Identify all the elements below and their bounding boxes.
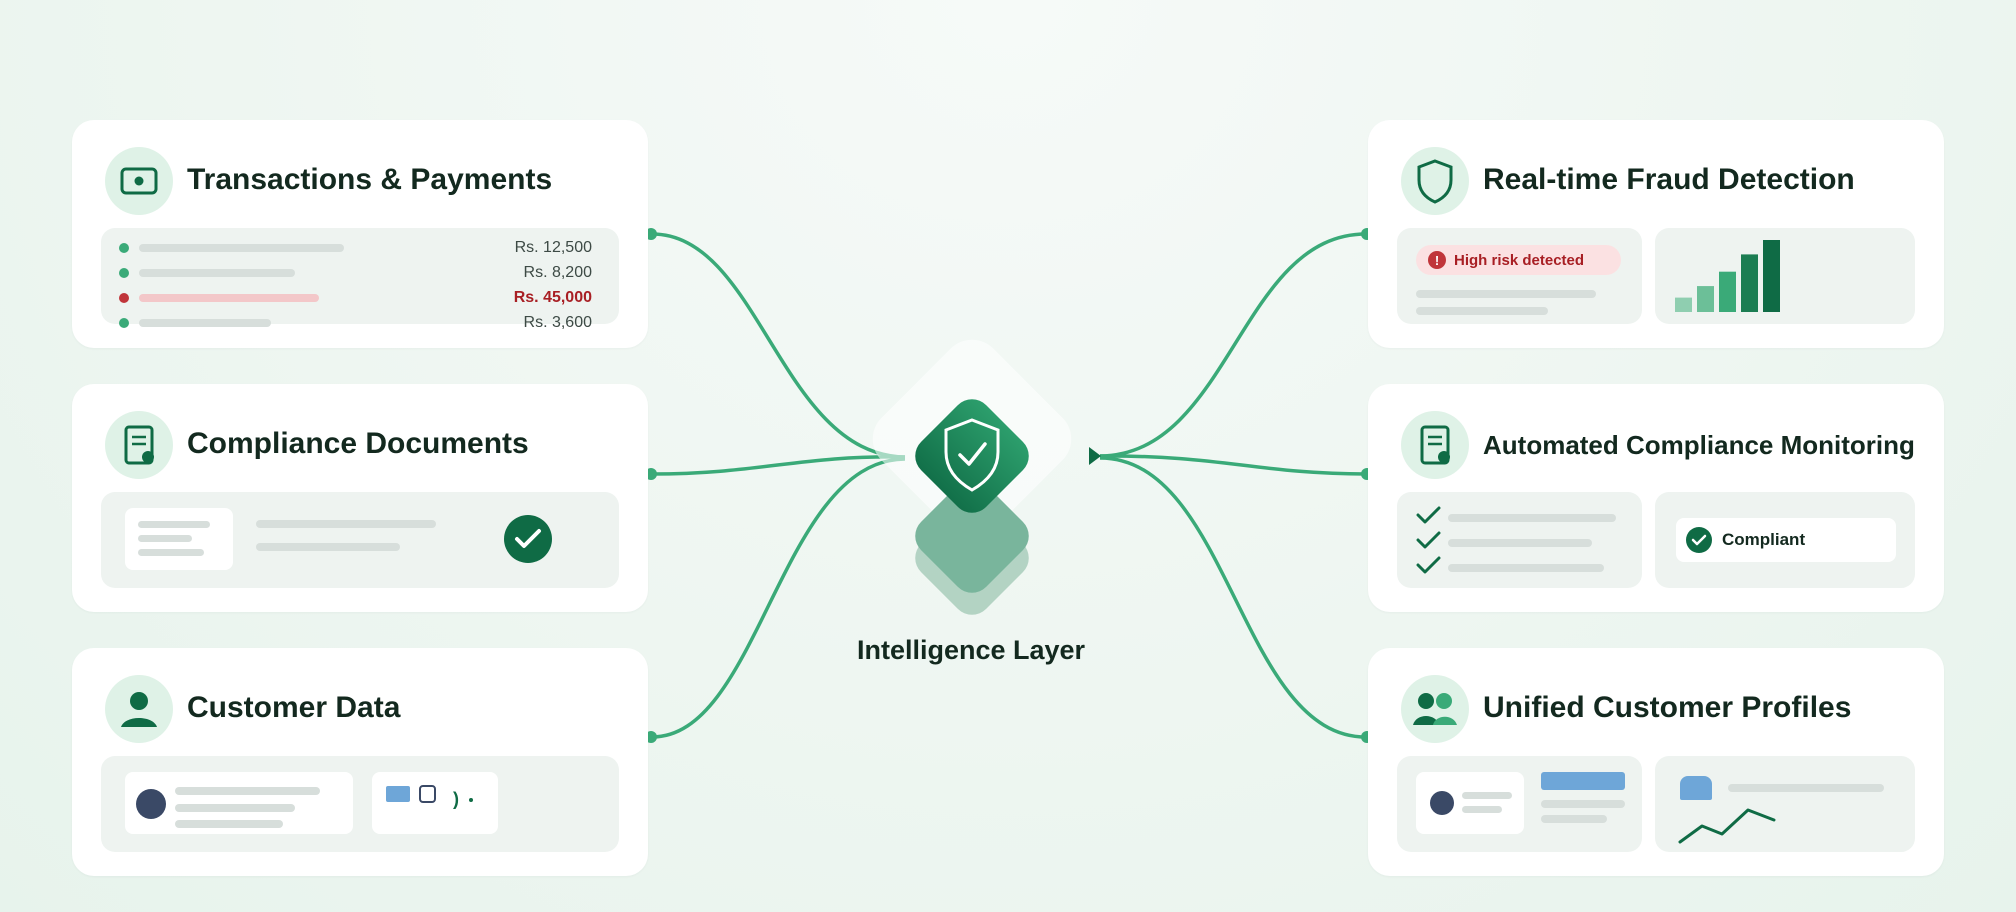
users-icon — [1401, 675, 1469, 743]
placeholder-line — [1416, 307, 1548, 315]
alert-dot — [119, 293, 129, 303]
card-title: Real-time Fraud Detection — [1483, 163, 1855, 196]
hub-layer-mid — [915, 479, 1029, 593]
wire-profiles — [1099, 456, 1367, 739]
card-fraud-detection: Real-time Fraud Detection ! High risk de… — [1368, 120, 1944, 348]
shield-icon — [1401, 147, 1469, 215]
warning-icon: ! — [1428, 251, 1446, 269]
card-transactions: Transactions & Payments Rs. 12,500 Rs. 8… — [72, 120, 648, 348]
status-dot — [119, 243, 129, 253]
placeholder-line — [138, 521, 210, 528]
profile-highlight — [1541, 772, 1625, 790]
placeholder-line — [1462, 806, 1502, 813]
transaction-amount: Rs. 3,600 — [523, 314, 592, 331]
placeholder-line — [139, 244, 344, 252]
signal-dot — [469, 798, 473, 802]
avatar — [1430, 791, 1454, 815]
cash-icon — [105, 147, 173, 215]
wire-transactions — [651, 232, 906, 459]
hub-diamond — [915, 399, 1029, 513]
placeholder-line — [256, 543, 400, 551]
risk-bar — [1719, 271, 1736, 312]
shield-icon — [944, 418, 1000, 492]
card-title: Compliance Documents — [187, 427, 529, 460]
placeholder-line — [1728, 784, 1884, 792]
flagged-line — [139, 294, 319, 302]
placeholder-line — [175, 820, 283, 828]
status-text: Compliant — [1722, 530, 1806, 549]
wire-end-dot — [645, 468, 657, 480]
verified-check-icon — [504, 515, 552, 563]
card-compliance-documents: Compliance Documents — [72, 384, 648, 612]
risk-bar — [1763, 240, 1780, 312]
transaction-amount: Rs. 8,200 — [523, 264, 592, 281]
placeholder-line — [175, 804, 295, 812]
status-dot — [119, 268, 129, 278]
signal-icon: ) — [453, 789, 459, 809]
contact-methods — [372, 772, 498, 834]
placeholder-line — [139, 319, 271, 327]
card-icon — [386, 786, 410, 802]
placeholder-line — [1448, 514, 1616, 522]
document-icon — [105, 411, 173, 479]
risk-bar-chart — [1675, 240, 1780, 312]
placeholder-line — [1541, 800, 1625, 808]
placeholder-line — [1448, 539, 1592, 547]
checklist-icon — [1416, 506, 1441, 574]
user-icon — [105, 675, 173, 743]
compliant-status-badge: Compliant — [1676, 518, 1896, 562]
risk-bar — [1675, 297, 1692, 312]
wire-end-dot — [645, 228, 657, 240]
transaction-amount-flagged: Rs. 45,000 — [513, 289, 592, 306]
phone-icon — [419, 785, 436, 803]
card-compliance-monitoring: Automated Compliance Monitoring Complian… — [1368, 384, 1944, 612]
card-title: Unified Customer Profiles — [1483, 691, 1852, 724]
arrow-head — [1089, 447, 1101, 465]
hub-label: Intelligence Layer — [856, 635, 1086, 665]
avatar — [136, 789, 166, 819]
document-icon — [1401, 411, 1469, 479]
check-circle-icon — [1686, 527, 1712, 553]
wire-fraud — [1099, 232, 1367, 458]
wire-end-dot — [645, 731, 657, 743]
risk-bar — [1741, 254, 1758, 312]
placeholder-line — [175, 787, 320, 795]
risk-alert-badge: ! High risk detected — [1416, 245, 1621, 275]
card-title: Customer Data — [187, 691, 401, 724]
transaction-amount: Rs. 12,500 — [514, 239, 592, 256]
card-title: Automated Compliance Monitoring — [1483, 430, 1915, 460]
wire-monitoring — [1099, 454, 1367, 476]
placeholder-line — [1462, 792, 1512, 799]
placeholder-line — [1541, 815, 1607, 823]
card-unified-profiles: Unified Customer Profiles — [1368, 648, 1944, 876]
trend-line-icon — [1678, 808, 1776, 844]
placeholder-line — [138, 549, 204, 556]
alert-text: High risk detected — [1454, 251, 1585, 269]
placeholder-line — [1416, 290, 1596, 298]
placeholder-line — [1448, 564, 1604, 572]
wire-customer — [651, 457, 906, 739]
check-icon — [958, 442, 987, 466]
placeholder-line — [138, 535, 192, 542]
wire-compliance — [651, 455, 906, 476]
risk-bar — [1697, 286, 1714, 312]
placeholder-line — [256, 520, 436, 528]
card-title: Transactions & Payments — [187, 163, 553, 196]
placeholder-line — [139, 269, 295, 277]
activity-panel — [1655, 756, 1915, 852]
status-dot — [119, 318, 129, 328]
chat-icon — [1680, 776, 1712, 800]
card-customer-data: Customer Data ) — [72, 648, 648, 876]
